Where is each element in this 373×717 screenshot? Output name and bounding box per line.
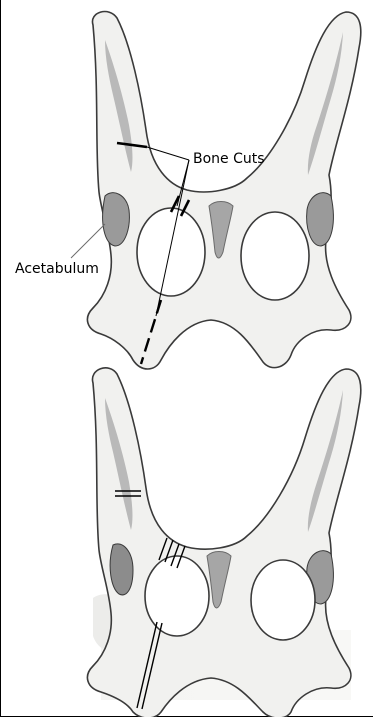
left-acetabulum xyxy=(103,193,130,246)
right-obturator-foramen-after xyxy=(251,560,315,640)
pelvis-after-outline xyxy=(87,368,360,717)
left-obturator-foramen xyxy=(137,208,205,296)
pelvis-before-outline xyxy=(87,12,360,369)
pelvis-after-illustration xyxy=(87,368,360,717)
right-obturator-foramen xyxy=(241,212,309,300)
leader-line-acetabulum xyxy=(71,224,105,258)
pelvis-before-illustration: Bone Cuts Acetabulum xyxy=(15,12,361,369)
right-acetabulum xyxy=(307,193,334,246)
acetabulum-label: Acetabulum xyxy=(15,261,99,277)
bone-cuts-label: Bone Cuts xyxy=(193,151,265,167)
